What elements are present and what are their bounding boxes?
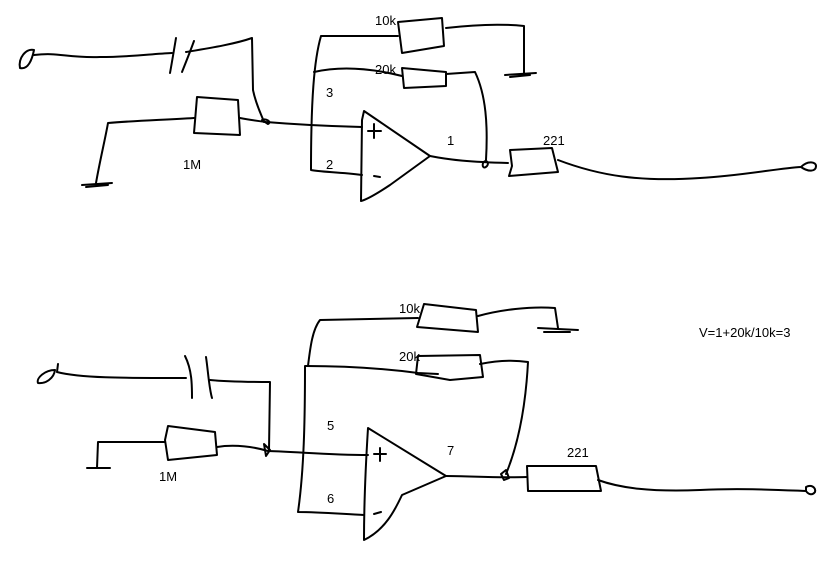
top-bias-resistor-1m [193,96,241,136]
top-20k-left-wire [313,67,403,77]
bottom-opamp-triangle [363,427,447,541]
top-1m-label: 1M [183,157,202,172]
top-pin-1-label: 1 [447,133,455,148]
top-feedback-resistor-20k [401,67,447,89]
bottom-input-capacitor-plate-a [184,355,193,399]
top-10k-label: 10k [375,13,396,28]
top-input-capacitor-plate-b [181,40,195,73]
bottom-input-terminal [36,369,56,385]
top-feedback-loop-wire [310,35,399,176]
top-221-label: 221 [543,133,565,148]
top-20k-right-wire [445,71,488,161]
bottom-pin-5-label: 5 [327,418,335,433]
bottom-ground-symbol-right [537,327,579,333]
top-20k-label: 20k [375,62,396,77]
top-input-junction-dot [261,118,271,125]
top-opamp-triangle [360,110,431,202]
bottom-feedback-resistor-10k [416,303,479,333]
top-capacitor-to-node-wire [185,37,265,123]
bottom-circuit [36,303,817,541]
top-pin-2-label: 2 [326,157,334,172]
bottom-feedback-resistor-20k [415,354,484,381]
top-opamp-plus-sign [367,123,382,139]
top-output-wire [429,155,509,164]
bottom-221-label: 221 [567,445,589,460]
bottom-pin-7-label: 7 [447,443,455,458]
gain-equation-note: V=1+20k/10k=3 [699,325,791,340]
bottom-pin-6-label: 6 [327,491,335,506]
top-ground-symbol [81,182,113,188]
top-feedback-resistor-10k [397,17,445,54]
top-output-lead-wire [557,159,802,181]
bottom-10k-label: 10k [399,301,420,316]
bottom-node-to-plus-input-wire [216,444,369,456]
bottom-output-junction-dot [500,469,510,481]
bottom-20k-label: 20k [399,349,420,364]
bottom-input-junction-dot [263,443,271,457]
top-pin-3-label: 3 [326,85,334,100]
top-output-terminal [800,161,817,172]
bottom-output-lead-wire [597,479,807,492]
top-circuit [18,17,817,202]
bottom-capacitor-to-node-wire [209,379,271,451]
bottom-10k-to-ground-wire [477,306,559,329]
bottom-20k-right-wire [479,359,529,475]
bottom-output-resistor-221 [526,465,602,492]
bottom-opamp-minus-sign [373,511,382,515]
top-node-to-plus-input-wire [239,117,363,128]
bottom-bias-ground-wire [96,441,166,469]
bottom-output-terminal [805,484,817,496]
bottom-input-wire [56,363,187,379]
bottom-input-capacitor-plate-b [205,356,213,399]
top-input-wire [33,52,173,59]
top-ground-symbol-right [504,72,537,78]
bottom-20k-left-wire [305,365,439,375]
top-input-capacitor-plate-a [169,37,177,74]
top-opamp-minus-sign [373,175,381,178]
top-output-resistor-221 [508,147,559,177]
top-bias-ground-wire [95,117,195,184]
top-input-terminal [18,48,35,70]
top-output-junction-dot [481,160,489,169]
bottom-opamp-plus-sign [373,447,387,462]
bottom-feedback-loop-wire [297,317,419,516]
bottom-1m-label: 1M [159,469,178,484]
bottom-bias-resistor-1m [164,425,218,461]
bottom-output-wire [445,475,528,479]
top-10k-to-ground-wire [445,23,525,74]
